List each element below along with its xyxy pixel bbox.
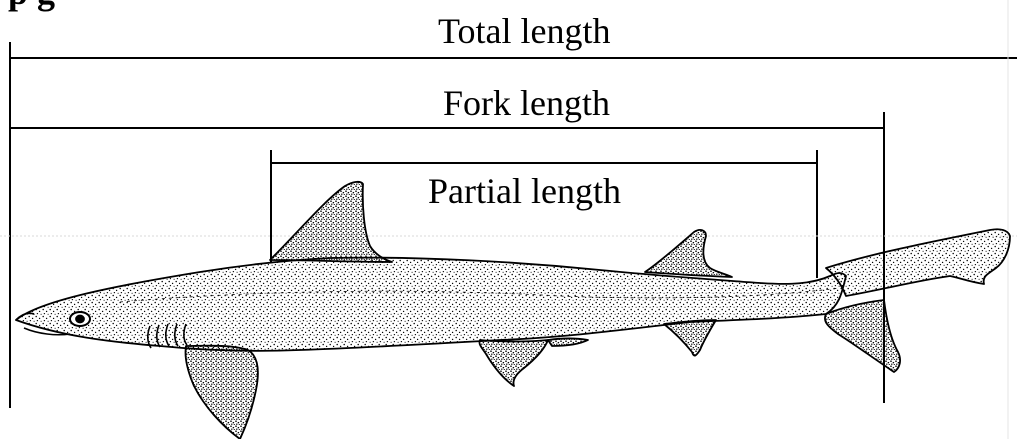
- fork-length-measure: [10, 112, 884, 403]
- cropped-heading-text: p g: [8, 0, 55, 10]
- caudal-fin-upper-lobe: [826, 229, 1010, 296]
- partial-length-label: Partial length: [428, 173, 621, 209]
- second-dorsal-fin: [645, 230, 732, 277]
- pelvic-fin: [479, 340, 548, 386]
- anal-fin: [664, 320, 716, 356]
- fork-length-label: Fork length: [443, 85, 610, 121]
- shark-pupil: [76, 316, 84, 323]
- shark-body: [16, 258, 846, 351]
- first-dorsal-fin: [270, 182, 392, 262]
- pectoral-fin: [185, 346, 257, 439]
- caudal-fin-lower-lobe: [825, 300, 900, 372]
- total-length-label: Total length: [438, 13, 610, 49]
- clasper: [548, 339, 588, 347]
- shark-illustration-icon: [16, 182, 1010, 439]
